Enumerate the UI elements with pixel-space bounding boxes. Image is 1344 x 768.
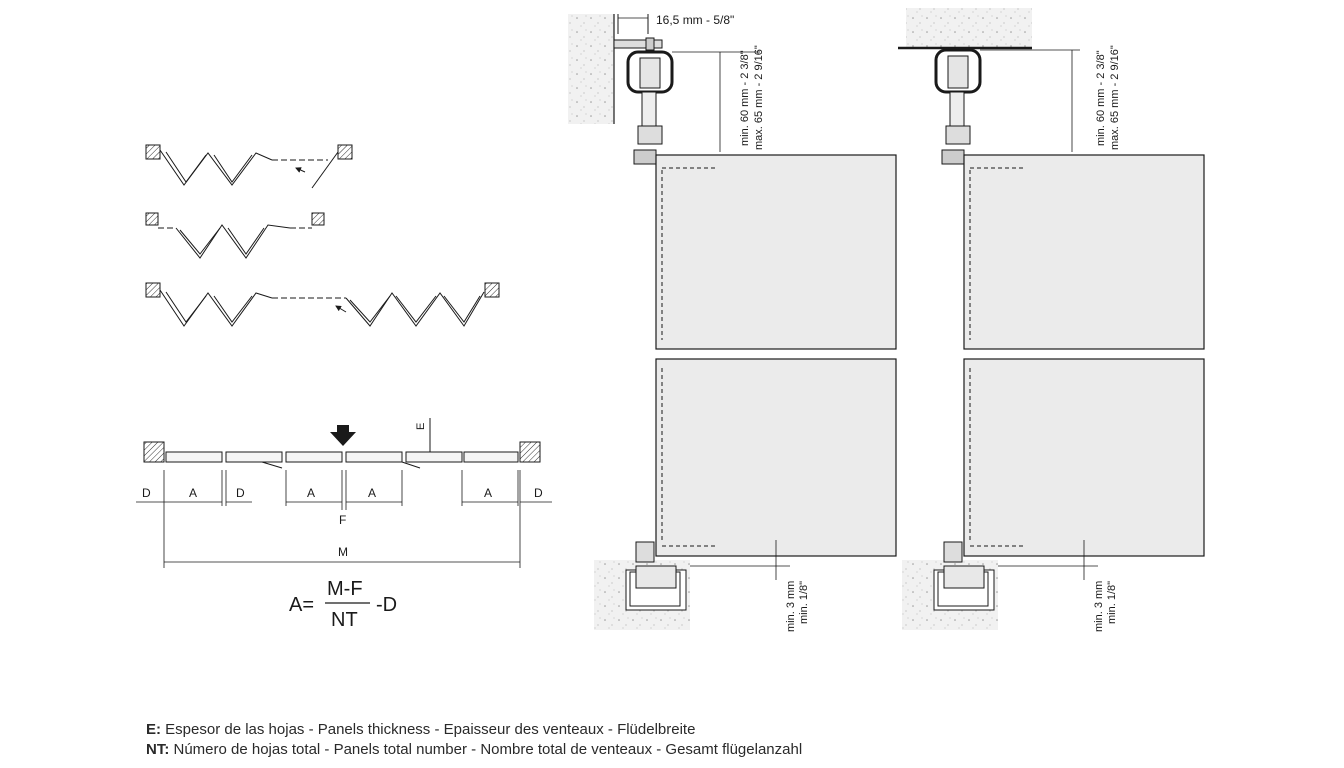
legend-key-nt: NT: [146, 741, 170, 758]
panel-section [143, 418, 541, 469]
dim-label-d-left: D [142, 486, 151, 500]
folding-diagram-1 [145, 144, 353, 189]
legend-line-e: E: Espesor de las hojas - Panels thickne… [146, 720, 802, 740]
formula-numerator: M-F [327, 578, 363, 600]
formula-lhs: A= [289, 594, 314, 616]
dim-label-m: M [338, 545, 348, 559]
elevation-right [898, 8, 1205, 630]
elevation-left [568, 14, 897, 630]
center-arrow-icon [330, 425, 356, 446]
folding-diagram-2 [145, 212, 325, 259]
dim-label-d-right: D [534, 486, 543, 500]
formula-denominator: NT [331, 609, 358, 631]
dimension-lines [136, 470, 552, 568]
dim-label-d-2: D [236, 486, 245, 500]
dim-label-e: E [415, 423, 427, 430]
label-gap-top-left-1: min. 60 mm - 2 3/8" [739, 50, 751, 146]
legend-text-nt: Número de hojas total - Panels total num… [169, 741, 803, 758]
label-gap-bottom-left-1: min. 3 mm [785, 581, 797, 632]
dim-label-a-2: A [307, 486, 315, 500]
legend-key-e: E: [146, 721, 161, 738]
legend: E: Espesor de las hojas - Panels thickne… [146, 720, 802, 760]
label-gap-top-right-2: max. 65 mm - 2 9/16" [1109, 45, 1121, 150]
formula: A= M-F NT -D [289, 578, 397, 631]
dim-label-a-4: A [484, 486, 492, 500]
label-gap-bottom-right-1: min. 3 mm [1093, 581, 1105, 632]
folding-diagram-3 [145, 282, 500, 327]
label-gap-top-right-1: min. 60 mm - 2 3/8" [1095, 50, 1107, 146]
label-gap-bottom-left-2: min. 1/8" [798, 581, 810, 624]
legend-text-e: Espesor de las hojas - Panels thickness … [161, 721, 696, 738]
label-gap-top-left-2: max. 65 mm - 2 9/16" [753, 45, 765, 150]
dim-label-a-1: A [189, 486, 197, 500]
label-offset-top: 16,5 mm - 5/8" [656, 13, 734, 27]
formula-suffix: -D [376, 594, 397, 616]
label-gap-bottom-right-2: min. 1/8" [1106, 581, 1118, 624]
legend-line-nt: NT: Número de hojas total - Panels total… [146, 740, 802, 760]
dim-label-f: F [339, 513, 346, 527]
dim-label-a-3: A [368, 486, 376, 500]
